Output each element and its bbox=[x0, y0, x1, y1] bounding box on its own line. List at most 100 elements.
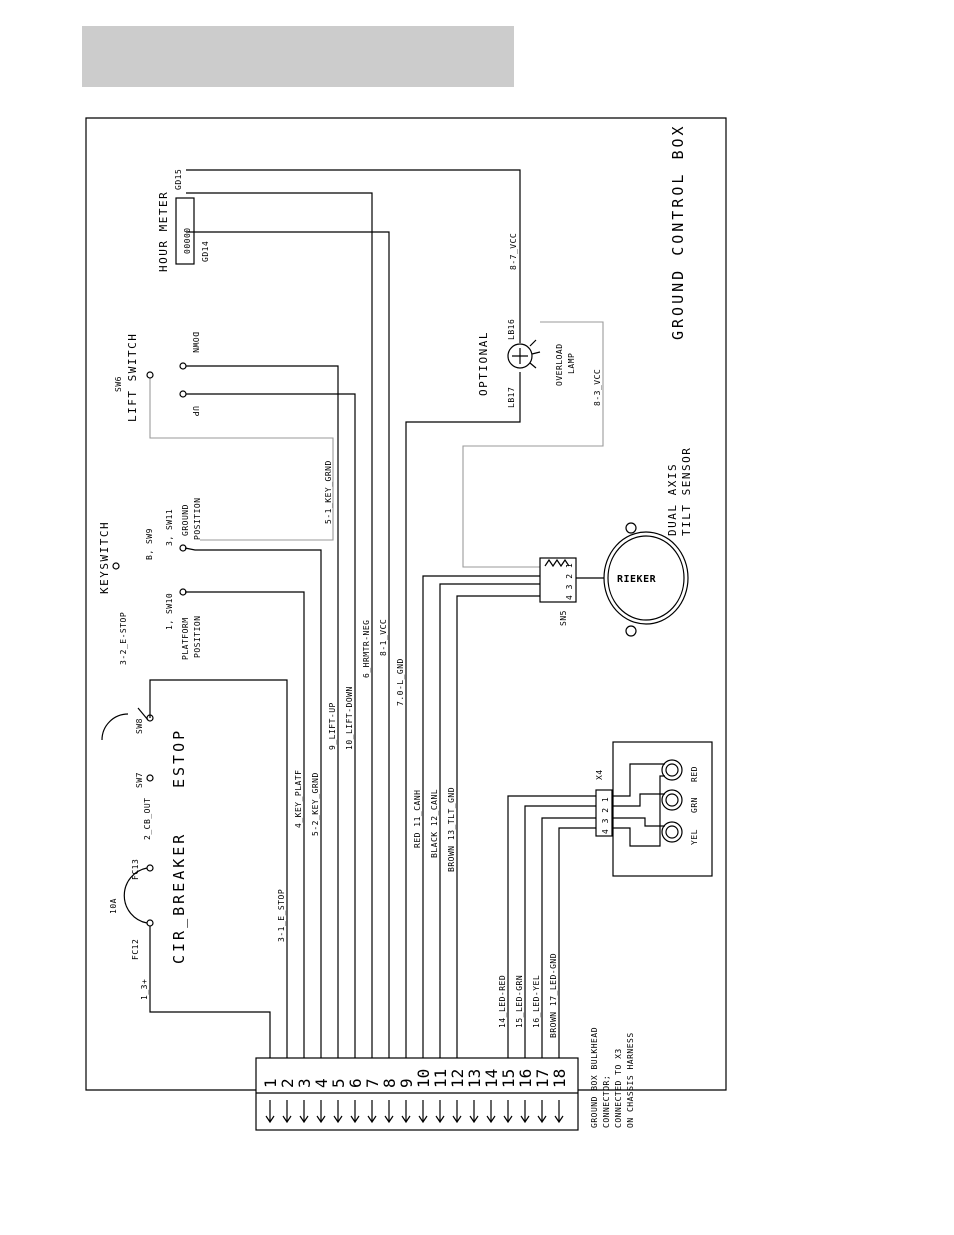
svg-text:OPTIONAL: OPTIONAL bbox=[477, 331, 490, 396]
svg-text:4 3 2 1: 4 3 2 1 bbox=[565, 563, 574, 600]
svg-text:CIR_BREAKER: CIR_BREAKER bbox=[170, 832, 188, 964]
svg-text:17: 17 bbox=[533, 1069, 552, 1088]
svg-text:6: 6 bbox=[346, 1078, 365, 1088]
overload-lamp: OPTIONAL LB16 LB17 OVERLOAD LAMP 8-7_VCC… bbox=[477, 233, 602, 408]
wires bbox=[149, 169, 596, 1058]
svg-text:ESTOP: ESTOP bbox=[170, 728, 188, 788]
svg-text:9: 9 bbox=[397, 1078, 416, 1088]
svg-text:16: 16 bbox=[516, 1069, 535, 1088]
svg-text:PLATFORM: PLATFORM bbox=[181, 617, 190, 660]
svg-text:3-1_E_STOP: 3-1_E_STOP bbox=[277, 889, 286, 942]
lift-switch: SW6 LIFT SWITCH DOWN UP bbox=[114, 332, 200, 422]
svg-text:RED: RED bbox=[690, 766, 699, 782]
svg-text:1, SW10: 1, SW10 bbox=[165, 593, 174, 630]
svg-text:FC13: FC13 bbox=[131, 859, 140, 880]
svg-text:7.0-L_GND: 7.0-L_GND bbox=[396, 658, 405, 706]
keyswitch: KEYSWITCH B, SW9 3, SW11 GROUND POSITION… bbox=[98, 497, 202, 660]
svg-text:OVERLOAD: OVERLOAD bbox=[555, 343, 564, 386]
svg-text:14_LED-RED: 14_LED-RED bbox=[498, 975, 507, 1028]
gray-wires bbox=[149, 321, 604, 568]
svg-text:BROWN 17_LED-GND: BROWN 17_LED-GND bbox=[549, 953, 558, 1038]
bulkhead-connector bbox=[255, 1057, 579, 1131]
svg-text:10A: 10A bbox=[109, 898, 118, 914]
svg-text:LAMP: LAMP bbox=[567, 353, 576, 374]
svg-text:HOUR METER: HOUR METER bbox=[157, 191, 170, 272]
svg-text:14: 14 bbox=[482, 1069, 501, 1088]
svg-text:LB17: LB17 bbox=[507, 387, 516, 408]
bulkhead-pin-arrows bbox=[265, 1100, 564, 1124]
svg-text:KEYSWITCH: KEYSWITCH bbox=[98, 521, 111, 594]
svg-text:8-3_VCC: 8-3_VCC bbox=[593, 369, 602, 406]
svg-text:7: 7 bbox=[363, 1078, 382, 1088]
svg-text:B, SW9: B, SW9 bbox=[145, 528, 154, 560]
svg-text:ON CHASSIS HARNESS: ON CHASSIS HARNESS bbox=[626, 1032, 635, 1128]
svg-text:18: 18 bbox=[550, 1069, 569, 1088]
svg-text:13: 13 bbox=[465, 1069, 484, 1088]
svg-text:TILT SENSOR: TILT SENSOR bbox=[680, 447, 693, 536]
svg-text:6_HRMTR-NEG: 6_HRMTR-NEG bbox=[362, 620, 371, 678]
svg-text:SW6: SW6 bbox=[114, 376, 123, 392]
svg-text:00000: 00000 bbox=[183, 227, 192, 254]
svg-text:CONNECTOR;: CONNECTOR; bbox=[602, 1075, 611, 1128]
svg-text:GD15: GD15 bbox=[174, 169, 183, 190]
svg-text:4_KEY_PLATF: 4_KEY_PLATF bbox=[294, 770, 303, 828]
svg-text:3-2_E-STOP: 3-2_E-STOP bbox=[119, 612, 128, 665]
svg-text:SW8: SW8 bbox=[135, 718, 144, 734]
svg-text:5-2_KEY_GRND: 5-2_KEY_GRND bbox=[311, 772, 320, 836]
svg-text:8: 8 bbox=[380, 1078, 399, 1088]
header-band bbox=[82, 26, 514, 87]
svg-text:UP: UP bbox=[191, 406, 200, 417]
control-box-border bbox=[85, 117, 727, 1091]
svg-text:3, SW11: 3, SW11 bbox=[165, 509, 174, 546]
svg-text:10: 10 bbox=[414, 1069, 433, 1088]
svg-text:12: 12 bbox=[448, 1069, 467, 1088]
estop: SW7 SW8 ESTOP bbox=[101, 707, 188, 788]
svg-text:SN5: SN5 bbox=[559, 610, 568, 626]
svg-text:15: 15 bbox=[499, 1069, 518, 1088]
svg-text:LIFT SWITCH: LIFT SWITCH bbox=[126, 333, 139, 422]
svg-text:4: 4 bbox=[312, 1078, 331, 1088]
control-box-title: GROUND CONTROL BOX bbox=[669, 123, 687, 340]
wire-labels: 5-1_KEY_GRND 3-2_E-STOP 6_HRMTR-NEG 8-1_… bbox=[119, 460, 558, 1038]
bulkhead-pin-numbers: 1 2 3 4 5 6 7 8 9 10 11 12 13 14 15 16 1… bbox=[261, 1069, 569, 1088]
svg-text:5: 5 bbox=[329, 1078, 348, 1088]
svg-text:8-7_VCC: 8-7_VCC bbox=[509, 233, 518, 270]
svg-text:CONNECTED TO X3: CONNECTED TO X3 bbox=[614, 1048, 623, 1128]
svg-text:SW7: SW7 bbox=[135, 772, 144, 788]
circuit-breaker: 10A FC12 FC13 CIR_BREAKER bbox=[109, 832, 188, 964]
svg-text:RED 11_CANH: RED 11_CANH bbox=[413, 790, 422, 848]
svg-text:3: 3 bbox=[295, 1078, 314, 1088]
svg-text:POSITION: POSITION bbox=[193, 497, 202, 540]
svg-text:2_CB_OUT: 2_CB_OUT bbox=[143, 797, 152, 840]
svg-text:X4: X4 bbox=[595, 769, 604, 780]
svg-text:2: 2 bbox=[278, 1078, 297, 1088]
svg-text:GRN: GRN bbox=[690, 797, 699, 813]
svg-text:RIEKER: RIEKER bbox=[617, 574, 657, 585]
svg-text:DOWN: DOWN bbox=[191, 332, 200, 353]
svg-text:GROUND BOX BULKHEAD: GROUND BOX BULKHEAD bbox=[590, 1027, 599, 1128]
svg-text:10_LIFT-DOWN: 10_LIFT-DOWN bbox=[345, 686, 354, 750]
svg-text:8-1_VCC: 8-1_VCC bbox=[379, 619, 388, 656]
hour-meter: 00000 HOUR METER GD15 GD14 bbox=[157, 169, 210, 272]
svg-text:5-1_KEY_GRND: 5-1_KEY_GRND bbox=[324, 460, 333, 524]
svg-text:9_LIFT-UP: 9_LIFT-UP bbox=[328, 702, 337, 750]
svg-text:11: 11 bbox=[431, 1069, 450, 1088]
svg-text:BLACK 12_CANL: BLACK 12_CANL bbox=[430, 789, 439, 858]
svg-text:16_LED-YEL: 16_LED-YEL bbox=[532, 975, 541, 1028]
svg-text:15_LED-GRN: 15_LED-GRN bbox=[515, 975, 524, 1028]
svg-text:GROUND: GROUND bbox=[181, 504, 190, 536]
tilt-sensor: 4 3 2 1 SN5 RIEKER DUAL AXIS TILT SENSOR bbox=[539, 447, 693, 637]
svg-text:YEL: YEL bbox=[690, 829, 699, 845]
svg-text:LB16: LB16 bbox=[507, 319, 516, 340]
led-block: 4 3 2 1 X4 RED GRN YEL bbox=[595, 741, 713, 877]
bulkhead-label: GROUND BOX BULKHEAD CONNECTOR; CONNECTED… bbox=[590, 1027, 635, 1128]
svg-text:POSITION: POSITION bbox=[193, 615, 202, 658]
svg-text:GD14: GD14 bbox=[201, 241, 210, 262]
svg-text:DUAL AXIS: DUAL AXIS bbox=[666, 463, 679, 536]
svg-text:BROWN 13_TLT_GND: BROWN 13_TLT_GND bbox=[447, 787, 456, 872]
svg-text:4 3 2 1: 4 3 2 1 bbox=[601, 797, 610, 834]
svg-text:FC12: FC12 bbox=[131, 939, 140, 960]
svg-text:1: 1 bbox=[261, 1078, 280, 1088]
svg-text:1_3+: 1_3+ bbox=[140, 979, 149, 1000]
